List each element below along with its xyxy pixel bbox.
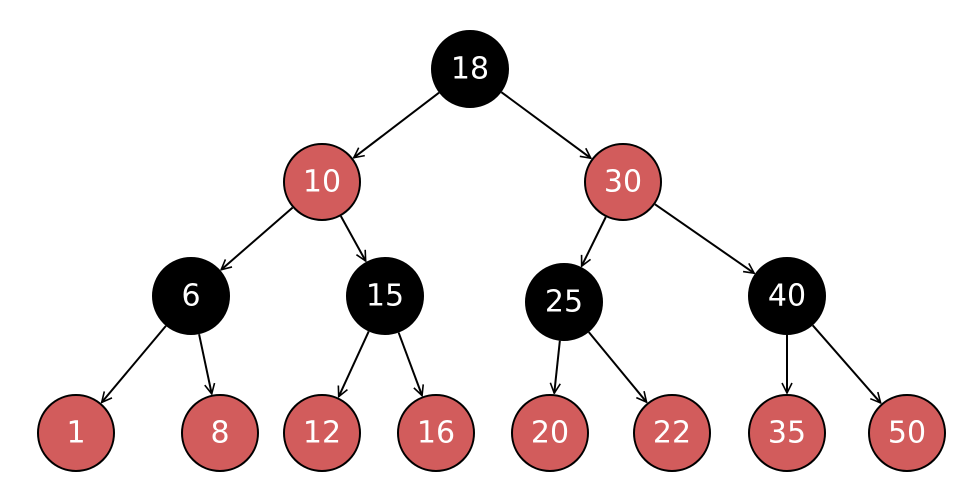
black-node-circle: [431, 30, 509, 108]
node-label: 22: [653, 416, 691, 451]
tree-node-8: 8: [181, 394, 259, 472]
edge-25-to-20: [554, 340, 560, 393]
black-node-circle: [748, 257, 826, 335]
edges: [102, 91, 881, 403]
tree-node-25: 25: [525, 263, 603, 341]
black-node-circle: [346, 257, 424, 335]
node-label: 25: [545, 285, 583, 320]
edge-15-to-12: [339, 331, 370, 396]
edge-6-to-1: [102, 325, 167, 402]
tree-node-12: 12: [283, 394, 361, 472]
red-node-circle: [633, 394, 711, 472]
node-label: 10: [303, 165, 341, 200]
red-node-circle: [37, 394, 115, 472]
edge-40-to-50: [811, 324, 881, 403]
edge-30-to-40: [654, 203, 754, 273]
edge-18-to-30: [500, 91, 590, 158]
node-label: 16: [417, 416, 455, 451]
edge-30-to-25: [580, 216, 607, 266]
node-label: 12: [303, 416, 341, 451]
red-node-circle: [511, 394, 589, 472]
node-label: 35: [768, 416, 806, 451]
tree-node-30: 30: [584, 143, 662, 221]
node-label: 50: [888, 416, 926, 451]
tree-node-15: 15: [346, 257, 424, 335]
red-node-circle: [748, 394, 826, 472]
red-node-circle: [584, 143, 662, 221]
node-label: 6: [181, 279, 200, 314]
red-node-circle: [181, 394, 259, 472]
node-label: 15: [366, 279, 404, 314]
tree-node-1: 1: [37, 394, 115, 472]
edge-25-to-22: [588, 331, 647, 402]
red-node-circle: [868, 394, 946, 472]
edge-10-to-15: [339, 215, 367, 261]
tree-node-16: 16: [397, 394, 475, 472]
tree-node-18: 18: [431, 30, 509, 108]
black-node-circle: [152, 257, 230, 335]
tree-node-22: 22: [633, 394, 711, 472]
tree-node-50: 50: [868, 394, 946, 472]
black-node-circle: [525, 263, 603, 341]
node-label: 8: [210, 416, 229, 451]
red-node-circle: [283, 143, 361, 221]
tree-node-40: 40: [748, 257, 826, 335]
edge-6-to-8: [198, 333, 212, 394]
tree-node-6: 6: [152, 257, 230, 335]
red-node-circle: [397, 394, 475, 472]
node-label: 20: [531, 416, 569, 451]
edge-15-to-16: [397, 332, 422, 396]
node-label: 18: [451, 52, 489, 87]
node-label: 1: [66, 416, 85, 451]
edge-18-to-10: [354, 91, 440, 158]
node-label: 40: [768, 279, 806, 314]
tree-node-35: 35: [748, 394, 826, 472]
tree-node-10: 10: [283, 143, 361, 221]
red-node-circle: [283, 394, 361, 472]
edge-10-to-6: [221, 206, 294, 270]
node-label: 30: [604, 165, 642, 200]
tree-node-20: 20: [511, 394, 589, 472]
